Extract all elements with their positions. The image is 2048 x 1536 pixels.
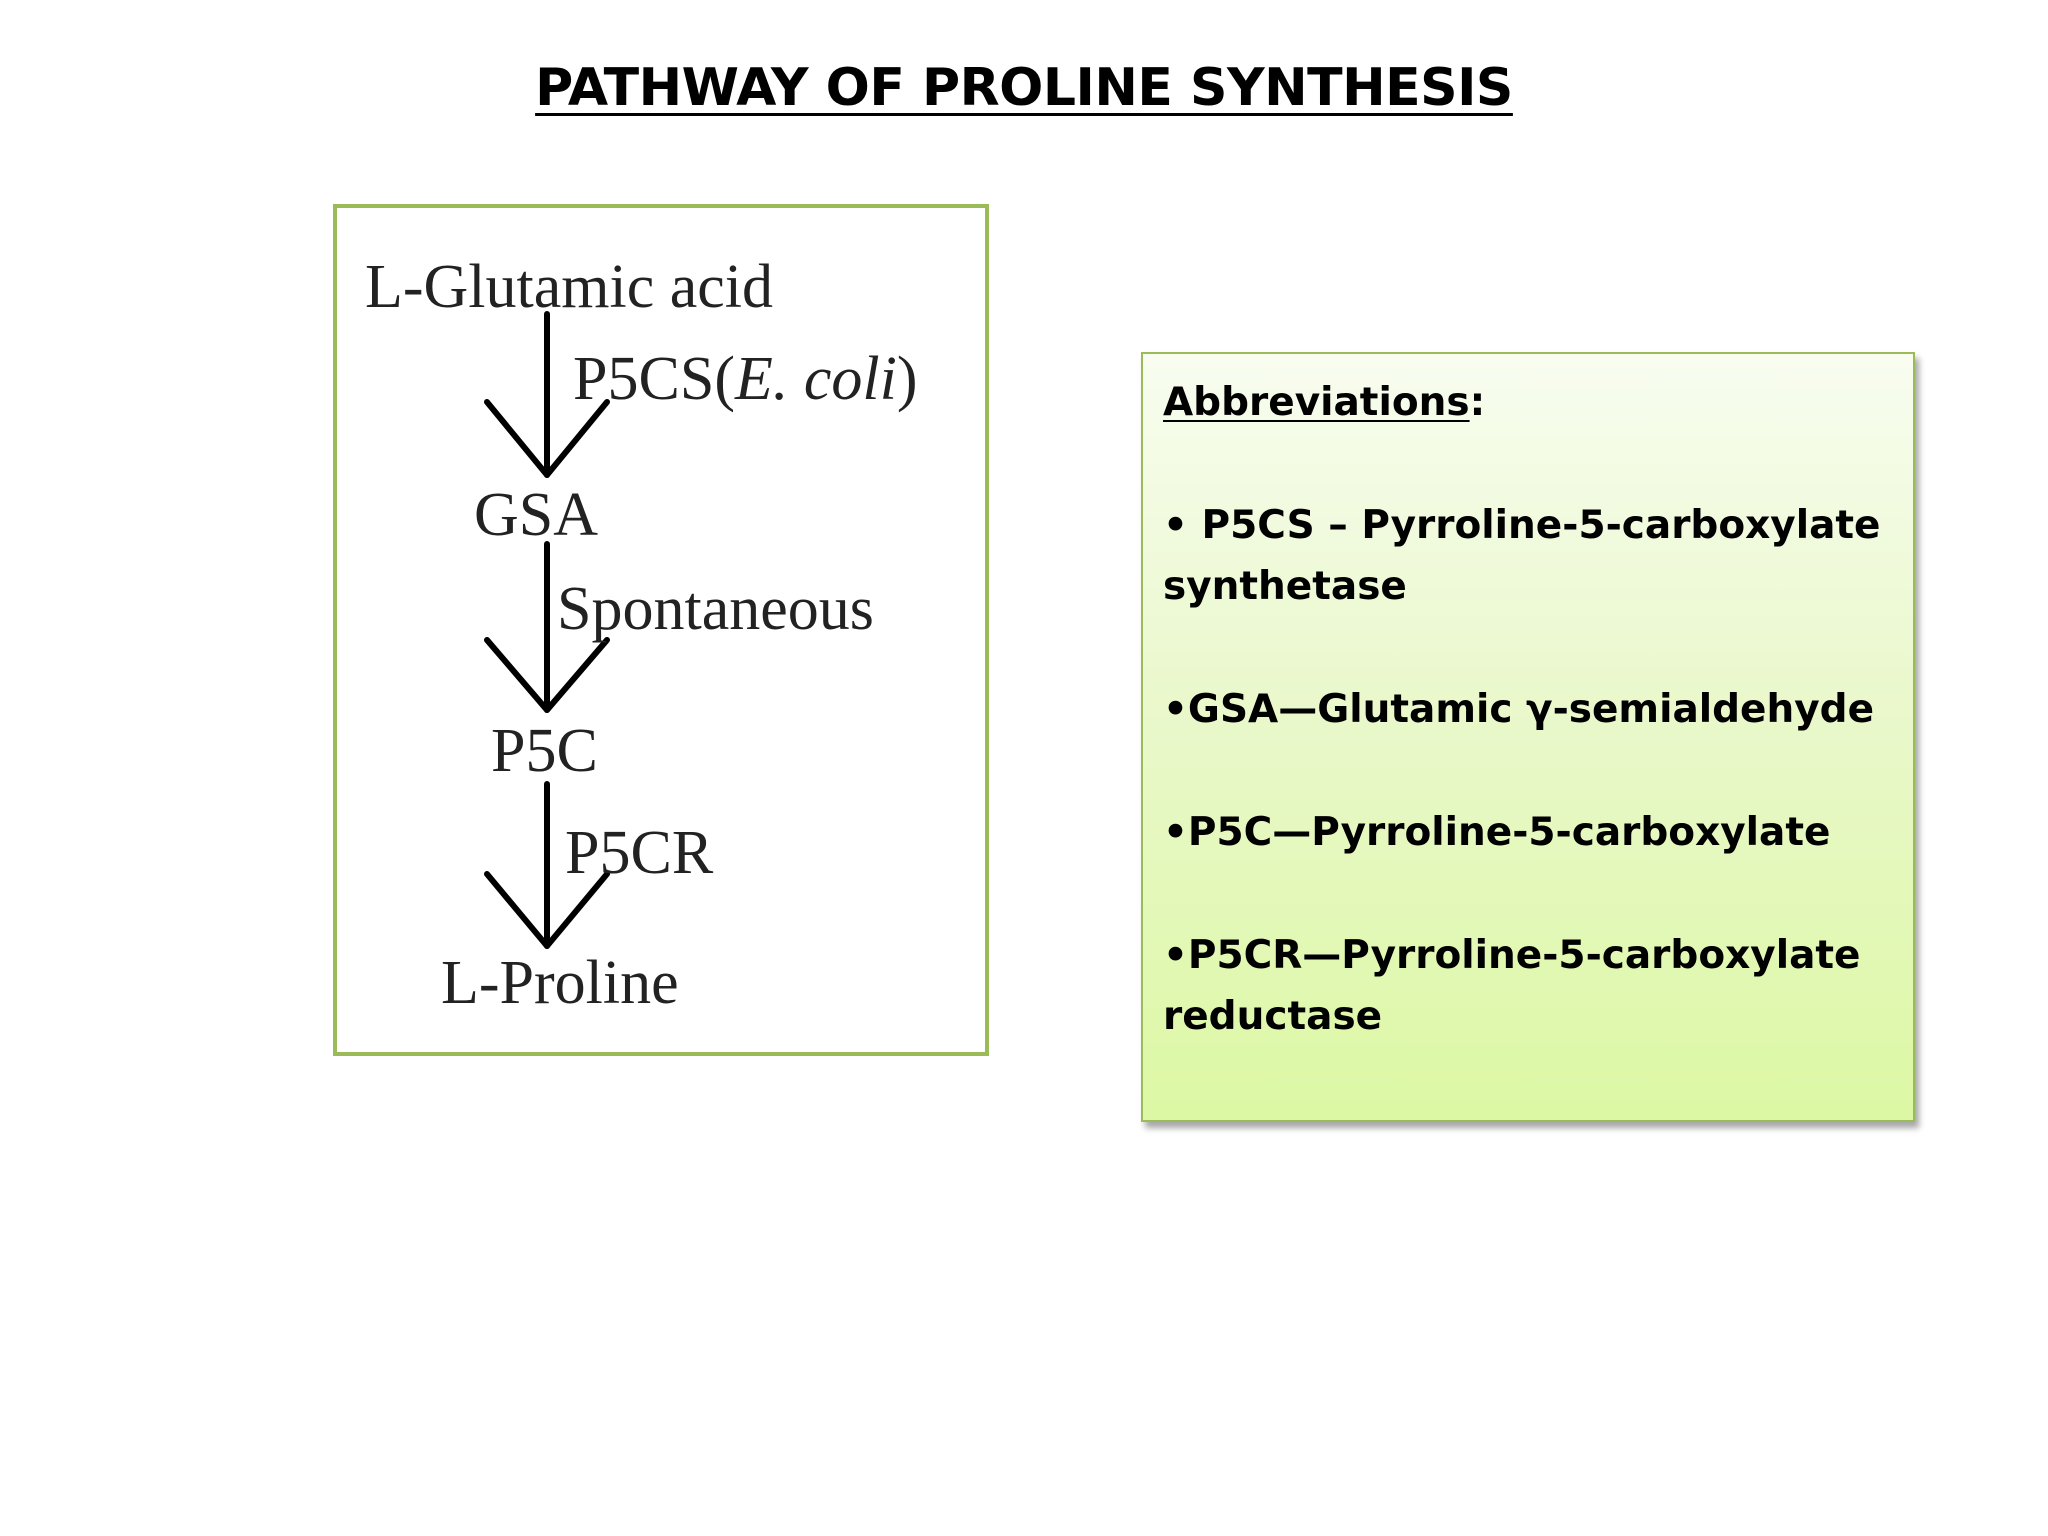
- abbreviations-heading-colon: :: [1469, 380, 1486, 425]
- slide-title: PATHWAY OF PROLINE SYNTHESIS: [0, 48, 2048, 128]
- abbreviation-p5c: •P5C—Pyrroline-5-carboxylate: [1163, 810, 1831, 855]
- enzyme-p5cs-organism: E. coli: [734, 345, 897, 413]
- abbreviations-heading-line: Abbreviations:: [1163, 372, 1893, 433]
- enzyme-p5cs-close: ): [896, 345, 918, 413]
- enzyme-p5cs: P5CS(E. coli): [573, 348, 917, 410]
- compound-l-proline: L-Proline: [441, 949, 679, 1017]
- abbreviations-heading: Abbreviations: [1163, 380, 1470, 425]
- pathway-arrows: [484, 311, 610, 949]
- enzyme-p5cr: P5CR: [565, 819, 714, 887]
- abbreviation-p5cs: • P5CS – Pyrroline-5-carboxylate synthet…: [1163, 503, 1881, 609]
- arrow-2: [484, 541, 610, 713]
- enzyme-p5cs-name: P5CS(: [573, 345, 735, 413]
- abbreviation-p5cr: •P5CR—Pyrroline-5-carboxylate reductase: [1163, 933, 1861, 1039]
- arrow-1: [484, 311, 610, 478]
- abbreviation-gsa: •GSA—Glutamic γ-semialdehyde: [1163, 687, 1875, 732]
- compound-p5c: P5C: [491, 717, 598, 785]
- compound-l-glutamic-acid: L-Glutamic acid: [365, 253, 773, 321]
- arrow-3: [484, 781, 610, 949]
- pathway-diagram: L-Glutamic acid P5CS(E. coli) GSA Sponta…: [333, 204, 989, 1056]
- slide-title-text: PATHWAY OF PROLINE SYNTHESIS: [535, 58, 1513, 118]
- compound-gsa: GSA: [474, 481, 599, 549]
- enzyme-spontaneous: Spontaneous: [557, 575, 874, 643]
- abbreviations-box: Abbreviations: • P5CS – Pyrroline-5-carb…: [1141, 352, 1915, 1122]
